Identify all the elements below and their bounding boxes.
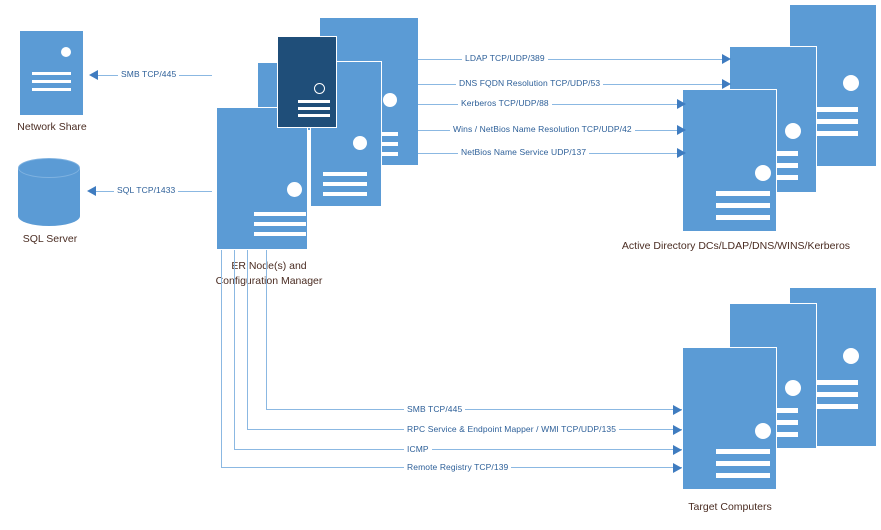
er-node-label-line1: ER Node(s) and	[231, 260, 307, 272]
server-status-dot-icon	[843, 75, 859, 91]
connector-label-wins-netbios-42: Wins / NetBios Name Resolution TCP/UDP/4…	[450, 124, 635, 135]
server-line-icon	[323, 192, 367, 196]
active-directory-label: Active Directory DCs/LDAP/DNS/WINS/Kerbe…	[621, 240, 851, 252]
connector-label-sql-1433: SQL TCP/1433	[114, 185, 179, 196]
server-line-icon	[806, 392, 858, 397]
cylinder-top-icon	[18, 158, 80, 178]
server-line-icon	[716, 449, 770, 454]
connector-label-rpc-wmi-135: RPC Service & Endpoint Mapper / WMI TCP/…	[404, 424, 620, 435]
server-line-icon	[323, 182, 367, 186]
active-directory-front-server-icon[interactable]	[682, 89, 777, 232]
server-line-icon	[716, 461, 770, 466]
arrow-right-icon	[677, 148, 686, 158]
network-share-server-icon[interactable]	[20, 31, 83, 115]
sql-server-database-cylinder-icon[interactable]	[18, 158, 80, 226]
arrow-right-icon	[673, 405, 682, 415]
server-line-icon	[806, 119, 858, 124]
server-line-icon	[298, 100, 330, 103]
server-status-dot-icon	[353, 136, 367, 150]
connector-label-remote-registry-139: Remote Registry TCP/139	[404, 462, 512, 473]
server-line-icon	[298, 107, 330, 110]
connector-label-dns-fqdn-53: DNS FQDN Resolution TCP/UDP/53	[456, 78, 604, 89]
server-status-dot-icon	[287, 182, 302, 197]
server-status-dot-icon	[755, 165, 771, 181]
server-status-dot-icon	[785, 123, 801, 139]
server-status-dot-icon	[61, 47, 71, 57]
server-power-ring-icon	[314, 83, 325, 94]
connector-icmp-elbow	[234, 250, 682, 450]
arrow-left-icon	[89, 70, 98, 80]
server-line-icon	[254, 222, 306, 226]
arrow-right-icon	[673, 463, 682, 473]
arrow-left-icon	[87, 186, 96, 196]
connector-label-smb-445-left: SMB TCP/445	[118, 69, 180, 80]
er-node-middle-server-icon[interactable]	[310, 61, 382, 207]
connector-label-smb-445-target: SMB TCP/445	[404, 404, 466, 415]
server-line-icon	[323, 172, 367, 176]
er-node-label-line2: Configuration Manager	[215, 275, 323, 287]
server-line-icon	[32, 72, 71, 75]
server-line-icon	[806, 131, 858, 136]
connector-label-netbios-name-service-137: NetBios Name Service UDP/137	[458, 147, 590, 158]
network-share-label: Network Share	[17, 121, 87, 133]
arrow-right-icon	[722, 79, 731, 89]
target-computers-front-server-icon[interactable]	[682, 347, 777, 490]
arrow-right-icon	[677, 125, 686, 135]
server-line-icon	[254, 232, 306, 236]
server-status-dot-icon	[785, 380, 801, 396]
server-line-icon	[806, 107, 858, 112]
arrow-right-icon	[677, 99, 686, 109]
server-line-icon	[716, 191, 770, 196]
arrow-right-icon	[673, 425, 682, 435]
connector-ldap-389	[418, 59, 728, 60]
connector-smb-445-elbow	[266, 250, 682, 410]
arrow-right-icon	[722, 54, 731, 64]
sql-server-label: SQL Server	[22, 233, 78, 245]
server-status-dot-icon	[383, 93, 397, 107]
server-line-icon	[806, 404, 858, 409]
connector-label-kerberos-88: Kerberos TCP/UDP/88	[458, 98, 552, 109]
connector-label-icmp: ICMP	[404, 444, 432, 455]
server-line-icon	[32, 88, 71, 91]
target-computers-label: Target Computers	[688, 501, 772, 513]
server-line-icon	[254, 212, 306, 216]
arrow-right-icon	[673, 445, 682, 455]
server-line-icon	[32, 80, 71, 83]
server-line-icon	[716, 203, 770, 208]
server-line-icon	[806, 380, 858, 385]
connector-label-ldap-389: LDAP TCP/UDP/389	[462, 53, 548, 64]
connector-remote-registry-139-elbow	[221, 250, 682, 468]
server-status-dot-icon	[843, 348, 859, 364]
server-line-icon	[716, 473, 770, 478]
configuration-manager-server-icon[interactable]	[277, 36, 337, 128]
server-status-dot-icon	[755, 423, 771, 439]
server-line-icon	[716, 215, 770, 220]
er-node-front-server-icon[interactable]	[216, 107, 308, 250]
server-line-icon	[298, 114, 330, 117]
